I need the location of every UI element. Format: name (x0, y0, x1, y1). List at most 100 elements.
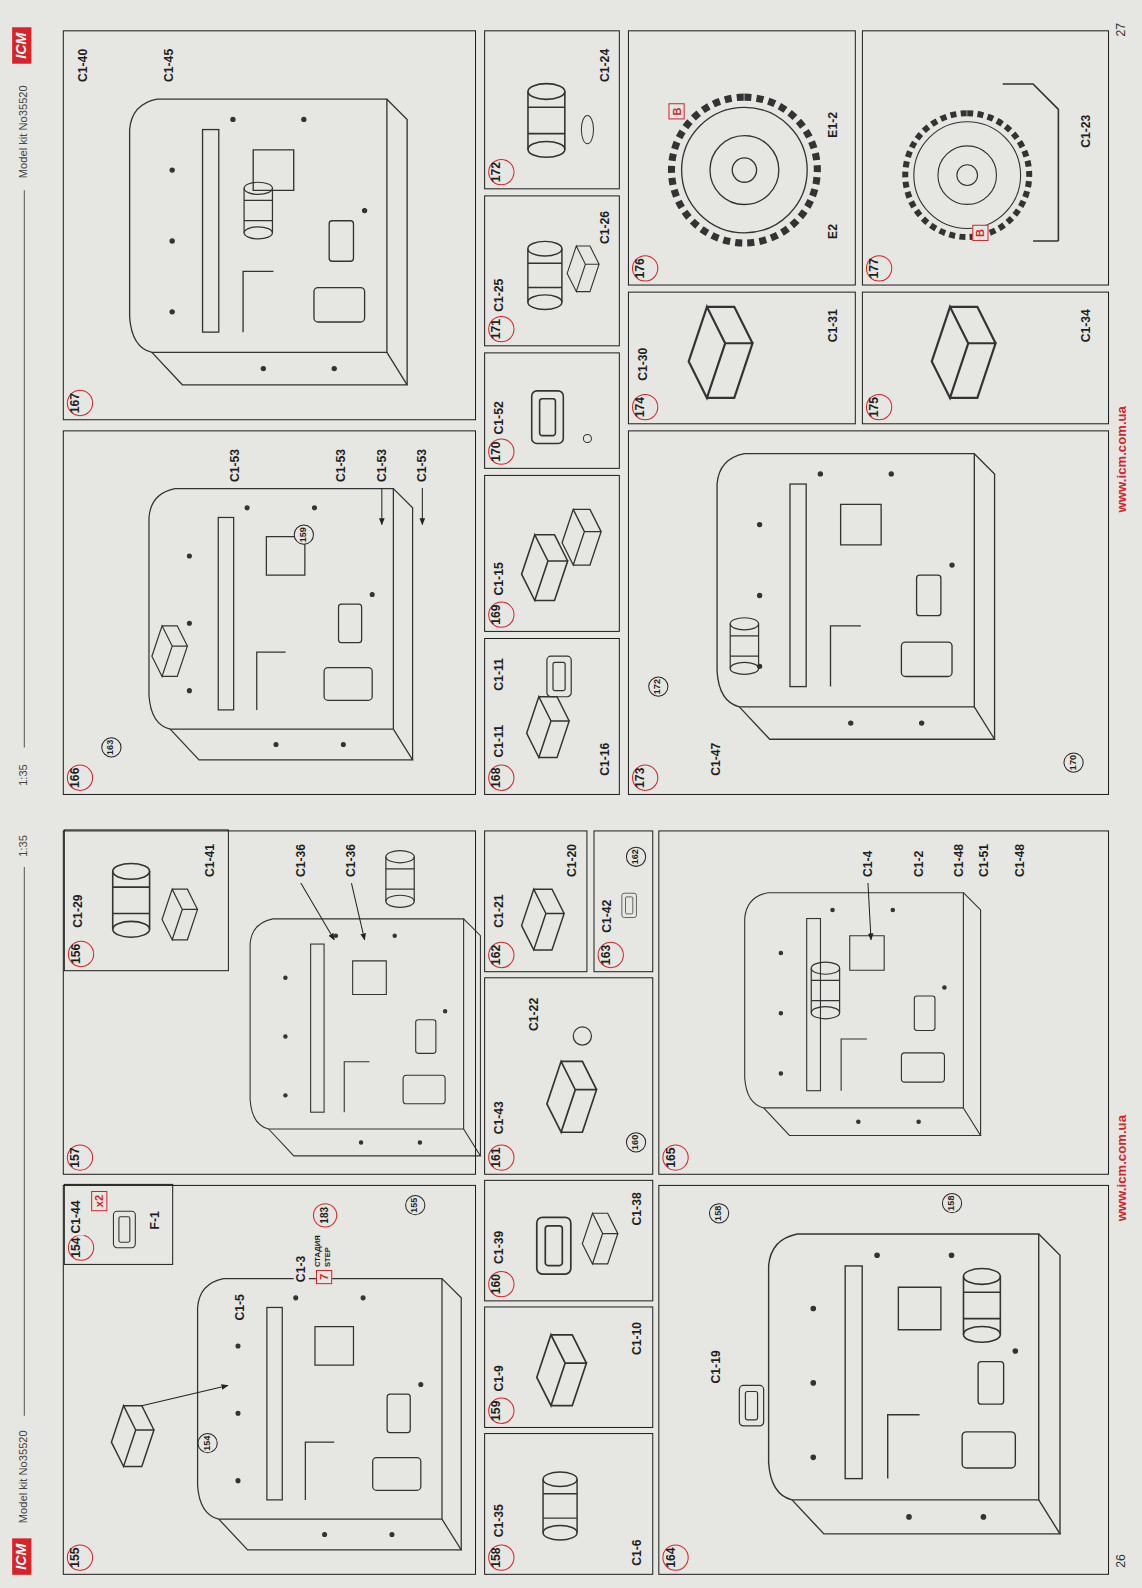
part-number: C1-48 (952, 842, 967, 879)
circle-art (583, 434, 591, 442)
website: www.icm.com.ua (1114, 1113, 1130, 1223)
part-number: C1-22 (527, 996, 542, 1033)
use-art (162, 889, 197, 940)
step-number: 171 (488, 316, 514, 342)
header-rules (24, 190, 25, 1415)
red-box-mark: 7 (316, 1270, 332, 1284)
brand-logo: ICM (12, 28, 31, 64)
reference-circle: 162 (626, 847, 646, 867)
part-number: C1-53 (228, 447, 243, 484)
use-art (522, 535, 568, 601)
reference-circle: 172 (648, 676, 668, 696)
line-art (351, 883, 364, 940)
brand-logo: ICM (12, 1539, 31, 1575)
reference-circle: 158 (942, 1193, 962, 1213)
part-number: C1-39 (492, 1229, 507, 1266)
step-number: 174 (632, 394, 658, 420)
step-panel: 166 (63, 430, 476, 795)
step-number: 168 (488, 765, 514, 791)
part-number: C1-47 (709, 741, 724, 778)
use-art (528, 84, 565, 158)
reference-circle: 158 (709, 1203, 729, 1223)
use-art (152, 626, 187, 677)
use-art (149, 489, 413, 760)
page-number: 26 (1114, 1552, 1129, 1570)
website: www.icm.com.ua (1114, 404, 1130, 514)
line-art (24, 190, 25, 747)
part-number: C1-29 (71, 893, 86, 930)
use-art (532, 391, 564, 444)
use-art (567, 246, 599, 292)
header-text: Model kit No35520 (16, 83, 30, 180)
part-number: C1-53 (415, 447, 430, 484)
use-art (386, 851, 414, 908)
part-number: C1-31 (825, 307, 840, 344)
step-reference: 183 (313, 1203, 337, 1227)
step-panel: 160 (484, 1180, 653, 1302)
part-number: C1-5 (233, 1292, 248, 1322)
step-number: 164 (662, 1544, 688, 1570)
part-number: C1-51 (977, 842, 992, 879)
part-number: C1-25 (492, 277, 507, 314)
step-number: 165 (662, 1144, 688, 1170)
use-art (730, 618, 758, 675)
part-number: C1-26 (598, 209, 613, 246)
part-number: C1-53 (375, 447, 390, 484)
use-art (522, 889, 565, 950)
line-art (422, 488, 423, 524)
step-number: 163 (598, 942, 624, 968)
part-number: C1-11 (492, 656, 507, 692)
step-number: 170 (488, 438, 514, 464)
use-art (547, 1061, 597, 1132)
use-art (528, 241, 562, 309)
reference-circle: 170 (1063, 752, 1083, 772)
use-art (244, 182, 272, 239)
step-number: 158 (488, 1544, 514, 1570)
part-number: C1-53 (334, 447, 349, 484)
step-number: 177 (866, 255, 892, 281)
step-panel: 175 (862, 292, 1109, 425)
step-number: 173 (632, 765, 658, 791)
use-art (717, 454, 995, 740)
part-number: C1-48 (1013, 842, 1028, 879)
use-art (111, 1406, 154, 1467)
step-number: 159 (488, 1398, 514, 1424)
part-number: C1-9 (492, 1363, 507, 1393)
line-art (24, 867, 25, 1416)
step-number: 160 (488, 1271, 514, 1297)
page-number: 27 (1114, 21, 1129, 39)
step-note: STEP (323, 1246, 332, 1268)
part-number: C1-52 (492, 399, 507, 436)
use-art (198, 1279, 462, 1550)
header-text: 1:35 (16, 833, 30, 859)
reference-circle: 159 (294, 525, 314, 545)
part-number: E1-2 (825, 110, 840, 140)
use-art (113, 1211, 135, 1247)
use-art (671, 97, 817, 243)
step-number: 175 (866, 394, 892, 420)
part-number: C1-35 (492, 1502, 507, 1539)
step-number: 157 (67, 1144, 93, 1170)
use-art (113, 863, 150, 937)
use-art (811, 962, 839, 1019)
step-number: 172 (488, 159, 514, 185)
use-art (537, 1217, 571, 1274)
part-number: C1-3 (294, 1254, 309, 1284)
step-panel: 167 (63, 30, 476, 420)
part-number: C1-41 (203, 842, 218, 879)
step-number: 155 (67, 1544, 93, 1570)
part-number: C1-34 (1079, 307, 1094, 344)
part-number: C1-36 (294, 842, 309, 879)
step-panel: 164 (658, 1185, 1109, 1575)
use-art (689, 307, 753, 398)
part-number: C1-23 (1079, 113, 1094, 150)
part-number: C1-2 (912, 849, 927, 879)
step-number: 154 (68, 1235, 94, 1261)
header-text: 1:35 (16, 762, 30, 788)
part-number: C1-43 (492, 1099, 507, 1136)
line-art (142, 1385, 228, 1405)
use-art (250, 919, 480, 1156)
assembly-drawings (111, 84, 1060, 1550)
step-number: 167 (67, 390, 93, 416)
